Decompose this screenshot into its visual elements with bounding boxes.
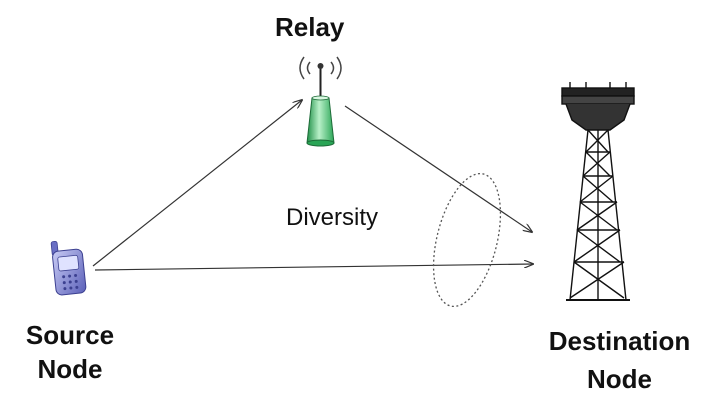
source-to-destination-arrow <box>95 264 533 270</box>
antenna-icon <box>300 57 341 146</box>
source-label-line1: Source <box>0 318 140 352</box>
transmission-tower-icon <box>562 82 634 300</box>
source-label-line2: Node <box>0 352 140 386</box>
mobile-phone-icon <box>51 239 86 296</box>
diversity-label: Diversity <box>286 204 378 232</box>
source-node-label: Source Node <box>0 318 140 386</box>
destination-node-label: Destination Node <box>520 322 719 398</box>
source-to-relay-arrow <box>93 100 302 266</box>
destination-label-line1: Destination <box>520 322 719 360</box>
relay-label: Relay <box>275 12 344 43</box>
destination-label-line2: Node <box>520 360 719 398</box>
